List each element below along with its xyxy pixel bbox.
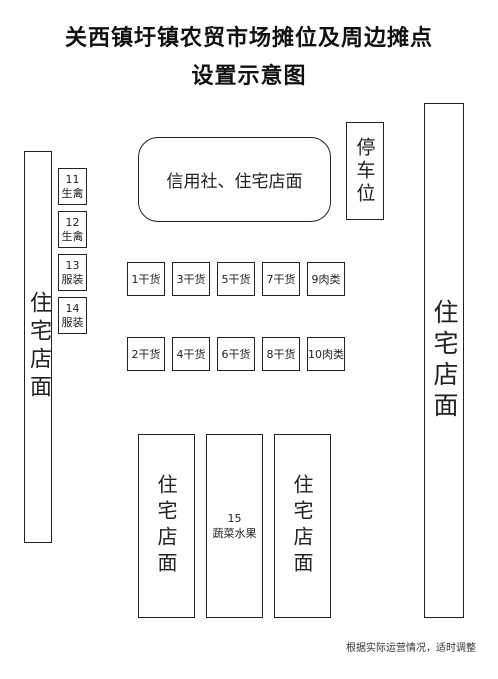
stall-8: 8干货 [262,337,300,371]
stall-7: 7干货 [262,262,300,296]
parking-block: 停车位 [346,122,384,220]
side-stall-13: 13 服装 [58,254,87,291]
stall-label: 7干货 [266,273,296,286]
produce-label: 蔬菜水果 [212,527,257,540]
stall-10: 10肉类 [307,337,345,371]
bottom-left-residential-label: 住宅店面 [154,474,178,578]
stall-5: 5干货 [217,262,255,296]
side-stall-11: 11 生禽 [58,168,87,205]
stall-label: 3干货 [176,273,206,286]
bottom-left-residential-block: 住宅店面 [138,434,195,618]
side-stall-label: 服装 [61,272,84,286]
stall-label: 10肉类 [308,348,344,361]
side-stall-num: 12 [65,215,80,229]
title-line-2: 设置示意图 [191,64,307,89]
parking-label: 停车位 [353,136,376,206]
bottom-right-residential-label: 住宅店面 [290,474,314,578]
right-residential-label: 住宅店面 [430,298,459,423]
side-stall-num: 11 [65,172,80,186]
stall-2: 2干货 [127,337,165,371]
stall-6: 6干货 [217,337,255,371]
stall-label: 9肉类 [311,273,341,286]
adjustment-note: 根据实际运营情况，适时调整 [346,643,476,654]
side-stall-label: 服装 [61,315,84,329]
stall-1: 1干货 [127,262,165,296]
stall-label: 1干货 [131,273,161,286]
credit-union-label: 信用社、住宅店面 [166,172,303,192]
stall-label: 8干货 [266,348,296,361]
stall-4: 4干货 [172,337,210,371]
bottom-right-residential-block: 住宅店面 [274,434,331,618]
stall-3: 3干货 [172,262,210,296]
side-stall-label: 生禽 [61,186,84,200]
left-residential-block: 住宅店面 [24,151,52,543]
produce-block: 15 蔬菜水果 [206,434,263,618]
side-stall-num: 13 [65,258,80,272]
stall-9: 9肉类 [307,262,345,296]
side-stall-num: 14 [65,301,80,315]
title-line-1: 关西镇圩镇农贸市场摊位及周边摊点 [64,26,433,51]
stall-label: 5干货 [221,273,251,286]
side-stall-12: 12 生禽 [58,211,87,248]
side-stall-14: 14 服装 [58,297,87,334]
stall-label: 4干货 [176,348,206,361]
side-stall-label: 生禽 [61,229,84,243]
left-residential-label: 住宅店面 [26,291,51,403]
right-residential-block: 住宅店面 [424,103,464,618]
produce-num: 15 [227,512,242,525]
stall-label: 6干货 [221,348,251,361]
credit-union-block: 信用社、住宅店面 [138,137,331,222]
stall-label: 2干货 [131,348,161,361]
